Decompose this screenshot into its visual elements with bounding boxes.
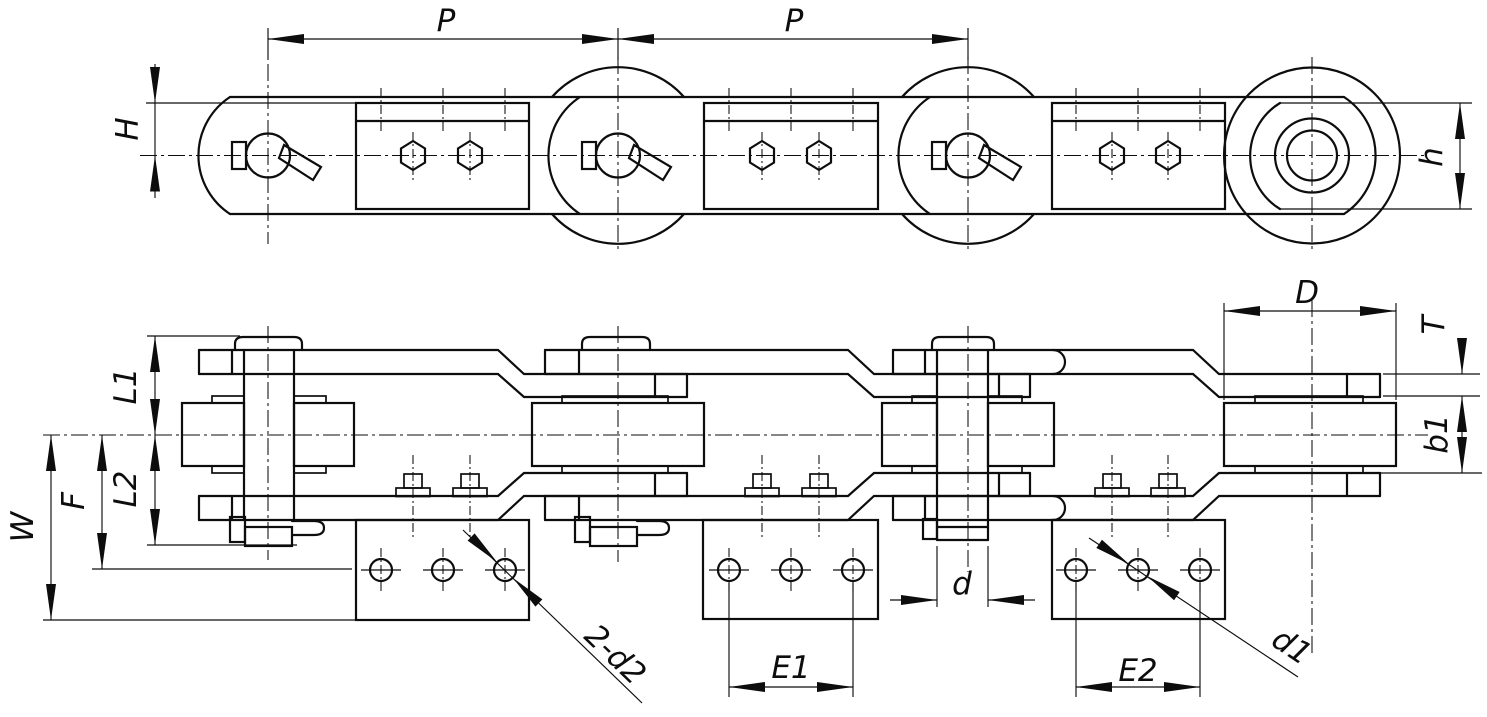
dim-label-W: W xyxy=(5,510,41,542)
bottom-view: L1 L2 F W D xyxy=(5,275,1482,704)
dimension-L2: L2 xyxy=(108,435,297,546)
link-plates-plan-view xyxy=(197,348,1382,522)
pins-plan-view xyxy=(228,335,996,548)
dim-label-L1: L1 xyxy=(108,368,144,405)
dim-label-P-1: P xyxy=(437,3,456,39)
dim-label-b1: b1 xyxy=(1419,414,1455,453)
leader-2-d2: 2-d2 xyxy=(462,529,653,704)
top-view-centerlines xyxy=(140,57,1425,252)
dim-label-P-2: P xyxy=(785,3,804,39)
rollers-plan-view xyxy=(180,395,1398,474)
cotter-pins-side-view xyxy=(230,132,1023,182)
dim-label-H: H xyxy=(110,117,146,140)
mounting-bolts-plan-view xyxy=(395,455,1186,537)
dimension-D: D xyxy=(1223,275,1397,400)
dim-label-T: T xyxy=(1416,313,1452,334)
attachment-hole-ticks xyxy=(380,88,1201,134)
bushing-flanges xyxy=(211,395,1364,474)
dimension-E1: E1 xyxy=(728,583,854,697)
dimension-E2: E2 xyxy=(1075,583,1201,697)
dimension-F: F xyxy=(56,435,352,570)
dim-label-D: D xyxy=(1295,275,1319,311)
dim-label-L2: L2 xyxy=(108,471,144,508)
dimension-d: d xyxy=(890,546,1035,607)
dim-label-2-d2: 2-d2 xyxy=(577,617,653,692)
dim-label-E1: E1 xyxy=(771,650,810,686)
attachment-plates-side-view xyxy=(354,88,1227,211)
hex-bolts-side-view xyxy=(399,132,1182,180)
top-view: P P H h xyxy=(110,3,1472,252)
dimension-L1: L1 xyxy=(108,335,240,435)
dimension-H: H xyxy=(110,64,160,198)
rollers-side-view xyxy=(550,66,1402,245)
dimension-h: h xyxy=(1414,103,1465,209)
attachment-plates-plan-view xyxy=(354,518,1227,622)
bottom-view-centerlines xyxy=(43,300,1428,656)
dim-label-d: d xyxy=(952,566,972,602)
attachment-holes xyxy=(361,548,1220,592)
dim-label-h: h xyxy=(1414,147,1450,167)
chain-plate-edges xyxy=(146,95,1472,216)
dim-label-F: F xyxy=(56,491,92,510)
dimension-T: T xyxy=(1383,313,1480,432)
dimension-b1: b1 xyxy=(1380,396,1482,474)
dimension-W: W xyxy=(5,435,356,621)
dim-label-E2: E2 xyxy=(1118,653,1157,689)
dimension-pitch: P P xyxy=(267,3,969,60)
dim-label-d1: d1 xyxy=(1265,621,1318,673)
